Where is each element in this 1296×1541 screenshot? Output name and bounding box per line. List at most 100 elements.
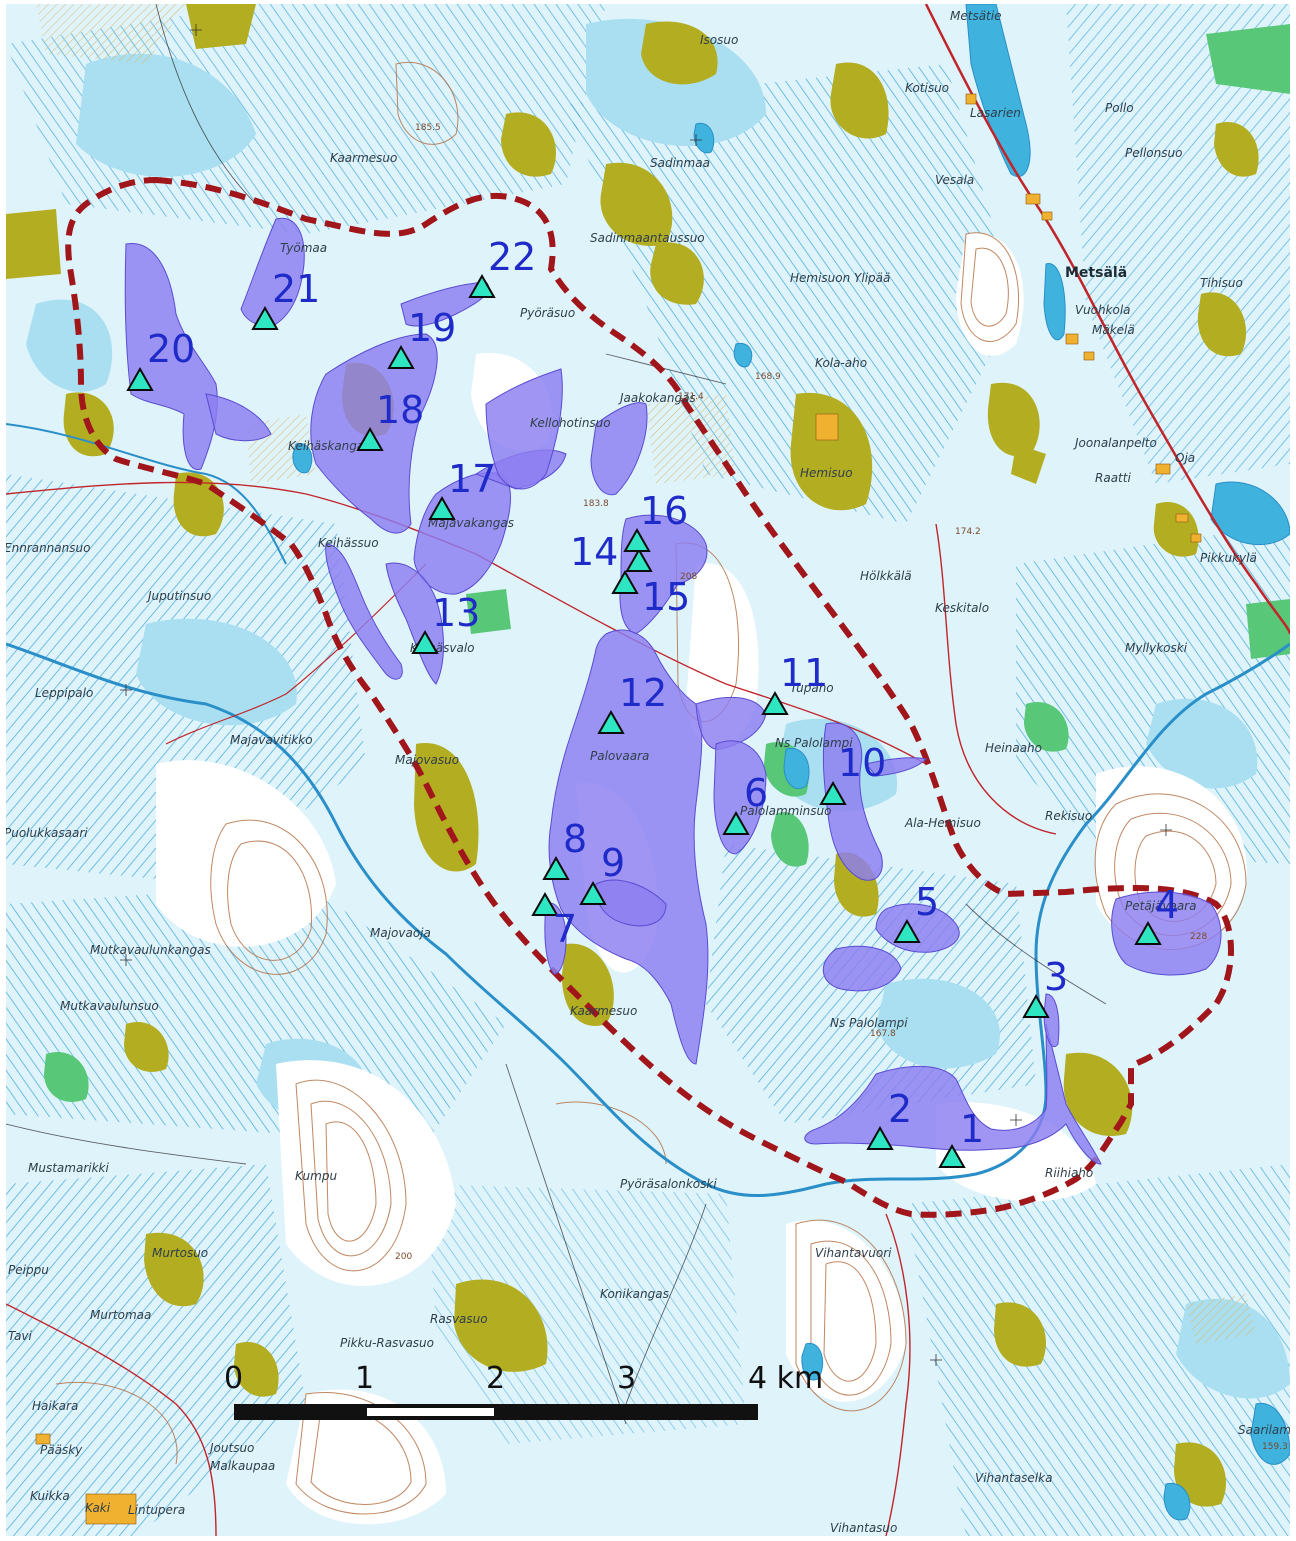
site-marker-triangle-icon[interactable] xyxy=(761,690,789,715)
place-name: Rasvasuo xyxy=(430,1312,488,1326)
place-name: Hemisuo xyxy=(800,466,853,480)
place-name: Tihisuo xyxy=(1200,276,1243,290)
place-name: Pyöräsuo xyxy=(520,306,575,320)
study-site-2[interactable]: 2 xyxy=(866,1087,912,1150)
road xyxy=(885,1213,911,1536)
site-marker-triangle-icon[interactable] xyxy=(722,810,750,835)
site-marker-triangle-icon[interactable] xyxy=(1022,993,1050,1018)
site-number-label: 6 xyxy=(744,771,768,815)
site-marker-triangle-icon[interactable] xyxy=(387,344,415,369)
place-name: Pikku-Rasvasuo xyxy=(340,1336,434,1350)
study-site-6[interactable]: 6 xyxy=(722,771,768,835)
site-marker-triangle-icon[interactable] xyxy=(468,273,496,298)
study-site-9[interactable]: 9 xyxy=(579,841,625,905)
study-site-8[interactable]: 8 xyxy=(542,817,587,880)
study-site-5[interactable]: 5 xyxy=(893,880,939,943)
site-marker-triangle-icon[interactable] xyxy=(251,305,279,330)
site-marker-triangle-icon[interactable] xyxy=(579,880,607,905)
study-site-14[interactable]: 14 xyxy=(570,530,653,574)
site-marker-triangle-icon[interactable] xyxy=(819,780,847,805)
place-name: Mutkavaulunsuo xyxy=(60,999,159,1013)
place-name: Myllykoski xyxy=(1125,641,1188,655)
map-canvas[interactable]: IsosuoKaarmesuoSadinmaaSadinmaantaussuoT… xyxy=(6,4,1290,1536)
field-layer xyxy=(6,4,1259,1507)
site-number-label: 1 xyxy=(960,1107,984,1151)
site-marker-triangle-icon[interactable] xyxy=(625,547,653,572)
place-name: Saarilampi xyxy=(1238,1423,1290,1437)
site-marker-triangle-icon[interactable] xyxy=(597,709,625,734)
place-name: Tavi xyxy=(8,1329,33,1343)
site-marker-triangle-icon[interactable] xyxy=(623,527,651,552)
study-site-20[interactable]: 20 xyxy=(126,327,195,391)
place-name: Rekisuo xyxy=(1045,809,1092,823)
place-name: Työmaa xyxy=(280,241,327,255)
place-name: Jaakokangas xyxy=(618,391,696,405)
site-marker-triangle-icon[interactable] xyxy=(411,629,439,654)
study-site-11[interactable]: 11 xyxy=(761,651,828,715)
site-area-3 xyxy=(1043,993,1060,1047)
place-name: Vihantaselka xyxy=(975,1471,1052,1485)
study-site-15[interactable]: 15 xyxy=(611,569,690,619)
place-name: Puolukkasaari xyxy=(6,826,88,840)
site-number-label: 5 xyxy=(915,880,939,924)
settlement-layer xyxy=(35,93,1202,1525)
site-number-label: 20 xyxy=(147,327,195,371)
study-site-7[interactable]: 7 xyxy=(531,891,577,951)
place-name: Mäkelä xyxy=(1092,323,1135,337)
road xyxy=(6,1303,217,1536)
study-site-12[interactable]: 12 xyxy=(597,671,667,734)
green-layer xyxy=(44,24,1290,1102)
place-name: Kuikka xyxy=(30,1489,70,1503)
site-marker-triangle-icon[interactable] xyxy=(126,366,154,391)
study-site-4[interactable]: 4 xyxy=(1134,883,1179,945)
site-number-label: 14 xyxy=(570,530,618,574)
place-name: Pellonsuo xyxy=(1125,146,1182,160)
site-marker-triangle-icon[interactable] xyxy=(611,569,639,594)
place-name: Ennrannansuo xyxy=(6,541,90,555)
site-number-label: 13 xyxy=(432,591,480,635)
site-marker-triangle-icon[interactable] xyxy=(938,1143,966,1168)
study-site-18[interactable]: 18 xyxy=(356,388,424,451)
place-name: Mustamarikki xyxy=(28,1161,109,1175)
place-name: Kola-aho xyxy=(815,356,867,370)
study-site-10[interactable]: 10 xyxy=(819,741,886,805)
site-area-13 xyxy=(325,543,403,680)
study-site-13[interactable]: 13 xyxy=(411,591,480,654)
site-area-top-b xyxy=(590,402,648,496)
site-marker-triangle-icon[interactable] xyxy=(893,918,921,943)
study-site-17[interactable]: 17 xyxy=(428,457,496,520)
site-number-label: 19 xyxy=(408,306,456,350)
site-marker-triangle-icon[interactable] xyxy=(531,891,559,916)
lake-metsala xyxy=(1043,263,1066,341)
place-name: Kellohotinsuo xyxy=(530,416,611,430)
site-marker-triangle-icon[interactable] xyxy=(866,1125,894,1150)
place-name: Mutkavaulunkangas xyxy=(90,943,211,957)
place-name: Oja xyxy=(1175,451,1195,465)
grid-crosses xyxy=(120,24,1172,1366)
place-name: Murtosuo xyxy=(152,1246,208,1260)
site-marker-triangle-icon[interactable] xyxy=(428,495,456,520)
place-name: Keskitalo xyxy=(935,601,989,615)
site-area-6 xyxy=(713,740,767,855)
place-name: Pyöräsalonkoski xyxy=(620,1177,717,1191)
track-layer xyxy=(6,4,1107,1425)
place-name: Majavavitikko xyxy=(230,733,313,747)
site-marker-triangle-icon[interactable] xyxy=(542,855,570,880)
place-name: Joutsuo xyxy=(208,1441,254,1455)
site-marker-triangle-icon[interactable] xyxy=(356,426,384,451)
site-marker-triangle-icon[interactable] xyxy=(1134,920,1162,945)
study-site-19[interactable]: 19 xyxy=(387,306,456,369)
study-site-21[interactable]: 21 xyxy=(251,267,320,330)
study-site-3[interactable]: 3 xyxy=(1022,955,1068,1018)
study-site-22[interactable]: 22 xyxy=(468,235,536,298)
place-name: Ala-Hemisuo xyxy=(904,816,981,830)
site-area-21 xyxy=(240,217,305,327)
place-name: Hemisuon Ylipää xyxy=(790,271,890,285)
study-site-1[interactable]: 1 xyxy=(938,1107,984,1168)
place-name: Joonalanpelto xyxy=(1073,436,1157,450)
study-site-16[interactable]: 16 xyxy=(623,489,688,552)
